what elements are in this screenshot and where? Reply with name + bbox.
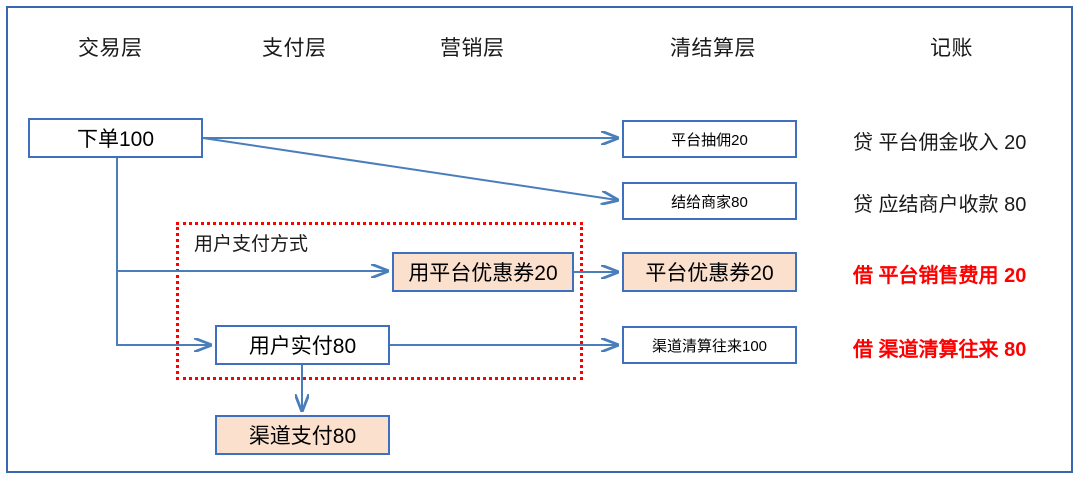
column-header-clearing: 清结算层 — [670, 37, 756, 60]
node-channel-payment[interactable]: 渠道支付80 — [215, 415, 390, 455]
ledger-entry-sales-expense: 借 平台销售费用 20 — [853, 265, 1027, 287]
ledger-entry-commission-income: 贷 平台佣金收入 20 — [853, 132, 1027, 154]
node-channel-clearing[interactable]: 渠道清算往来100 — [622, 326, 797, 364]
column-header-transaction: 交易层 — [78, 37, 143, 60]
group-user-payment-method-label: 用户支付方式 — [194, 234, 309, 255]
column-header-payment: 支付层 — [262, 37, 327, 60]
node-platform-coupon-clearing[interactable]: 平台优惠券20 — [622, 252, 797, 292]
column-header-accounting: 记账 — [930, 37, 973, 60]
node-user-actual-payment[interactable]: 用户实付80 — [215, 325, 390, 365]
node-use-platform-coupon[interactable]: 用平台优惠券20 — [392, 252, 574, 292]
ledger-entry-merchant-payable: 贷 应结商户收款 80 — [853, 194, 1027, 216]
node-settle-to-merchant[interactable]: 结给商家80 — [622, 182, 797, 220]
node-order[interactable]: 下单100 — [28, 118, 203, 158]
diagram-outer-border — [6, 6, 1073, 473]
column-header-marketing: 营销层 — [440, 37, 505, 60]
node-platform-commission[interactable]: 平台抽佣20 — [622, 120, 797, 158]
ledger-entry-channel-clearing: 借 渠道清算往来 80 — [853, 339, 1027, 361]
